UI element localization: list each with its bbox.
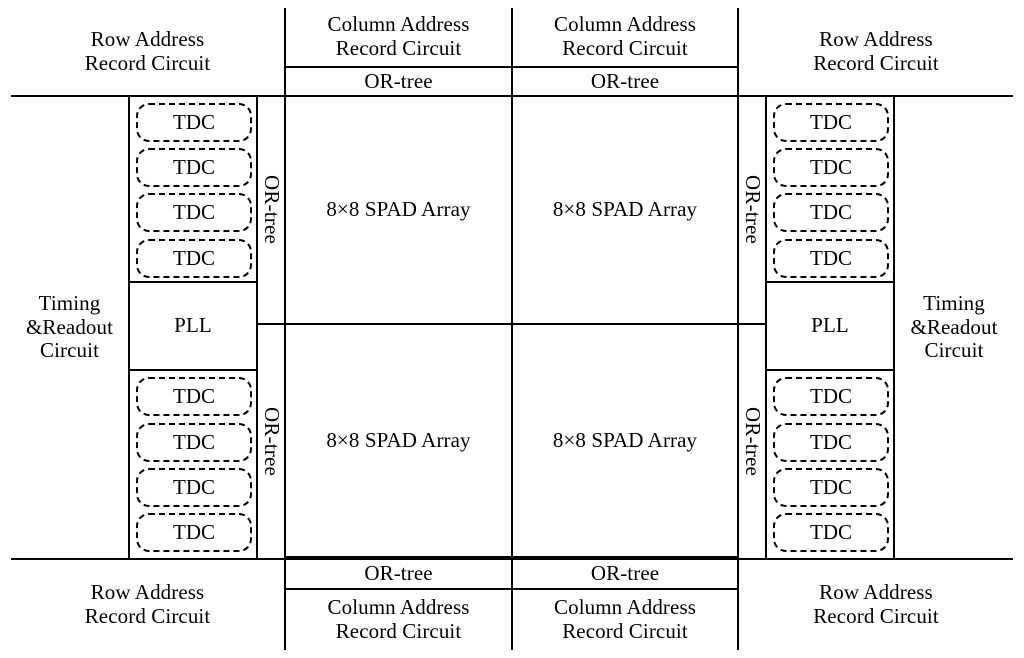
- top-column-address-1-label: Column Address Record Circuit: [327, 12, 470, 60]
- bottom-column-address-record-circuit-2: Column Address Record Circuit: [513, 588, 739, 650]
- left-tdc-lower-1-label: TDC: [173, 384, 215, 408]
- left-tdc-lower-4-label: TDC: [173, 520, 215, 544]
- right-or-tree-upper: OR-tree: [739, 97, 767, 325]
- bottom-row-address-record-circuit-left: Row Address Record Circuit: [11, 558, 286, 650]
- bottom-or-tree-1-label: OR-tree: [364, 561, 433, 586]
- right-tdc-upper-1-label: TDC: [810, 110, 852, 134]
- left-tdc-upper-3: TDC: [136, 193, 252, 232]
- left-tdc-upper-2-label: TDC: [173, 155, 215, 179]
- left-tdc-lower-3-label: TDC: [173, 475, 215, 499]
- bottom-row-address-left-label: Row Address Record Circuit: [84, 580, 211, 628]
- right-or-tree-upper-label: OR-tree: [740, 175, 765, 245]
- right-tdc-upper-1: TDC: [773, 103, 889, 142]
- left-pll-block: PLL: [130, 283, 258, 371]
- left-tdc-lower-1: TDC: [136, 377, 252, 416]
- left-tdc-lower-2-label: TDC: [173, 430, 215, 454]
- left-timing-readout-circuit: Timing &Readout Circuit: [11, 97, 130, 558]
- bottom-or-tree-2-label: OR-tree: [590, 561, 660, 586]
- right-pll-label: PLL: [811, 313, 849, 338]
- right-tdc-upper-3: TDC: [773, 193, 889, 232]
- right-timing-readout-label: Timing &Readout Circuit: [910, 291, 998, 363]
- left-tdc-upper-1-label: TDC: [173, 110, 215, 134]
- bottom-column-address-1-label: Column Address Record Circuit: [327, 595, 470, 643]
- top-row-address-right-label: Row Address Record Circuit: [813, 26, 939, 75]
- spad-array-bottom-right: 8×8 SPAD Array: [513, 325, 739, 558]
- left-tdc-lower-4: TDC: [136, 513, 252, 552]
- spad-array-top-left: 8×8 SPAD Array: [286, 97, 513, 325]
- right-tdc-lower-2: TDC: [773, 423, 889, 462]
- top-row-address-record-circuit-right: Row Address Record Circuit: [739, 8, 1013, 97]
- right-tdc-lower-1-label: TDC: [810, 384, 852, 408]
- left-tdc-lower-3: TDC: [136, 468, 252, 507]
- top-column-address-2-label: Column Address Record Circuit: [554, 12, 696, 60]
- left-or-tree-upper: OR-tree: [258, 97, 286, 325]
- left-tdc-upper-4-label: TDC: [173, 246, 215, 270]
- left-tdc-upper-2: TDC: [136, 148, 252, 187]
- right-timing-readout-circuit: Timing &Readout Circuit: [895, 97, 1013, 558]
- left-timing-readout-label: Timing &Readout Circuit: [25, 291, 114, 363]
- right-tdc-upper-4: TDC: [773, 239, 889, 278]
- right-tdc-upper-2-label: TDC: [810, 155, 852, 179]
- spad-array-bottom-left: 8×8 SPAD Array: [286, 325, 513, 558]
- top-or-tree-2: OR-tree: [513, 68, 739, 97]
- spad-array-bottom-left-label: 8×8 SPAD Array: [326, 427, 471, 452]
- right-tdc-lower-3-label: TDC: [810, 475, 852, 499]
- spad-array-top-right-label: 8×8 SPAD Array: [552, 197, 698, 222]
- left-tdc-lower-2: TDC: [136, 423, 252, 462]
- bottom-or-tree-2: OR-tree: [513, 558, 739, 588]
- top-column-address-record-circuit-2: Column Address Record Circuit: [513, 8, 739, 68]
- left-tdc-upper-4: TDC: [136, 239, 252, 278]
- top-row-address-record-circuit-left: Row Address Record Circuit: [11, 8, 286, 97]
- spad-array-top-right: 8×8 SPAD Array: [513, 97, 739, 325]
- right-tdc-lower-4-label: TDC: [810, 520, 852, 544]
- right-tdc-lower-4: TDC: [773, 513, 889, 552]
- bottom-row-address-right-label: Row Address Record Circuit: [813, 580, 939, 628]
- left-tdc-upper-3-label: TDC: [173, 200, 215, 224]
- left-or-tree-lower: OR-tree: [258, 325, 286, 558]
- right-tdc-lower-3: TDC: [773, 468, 889, 507]
- top-or-tree-1: OR-tree: [286, 68, 513, 97]
- left-or-tree-upper-label: OR-tree: [259, 175, 284, 245]
- right-or-tree-lower-label: OR-tree: [740, 406, 765, 477]
- right-tdc-upper-4-label: TDC: [810, 246, 852, 270]
- spad-array-bottom-right-label: 8×8 SPAD Array: [552, 427, 698, 452]
- top-or-tree-1-label: OR-tree: [364, 68, 433, 93]
- left-pll-label: PLL: [174, 313, 212, 338]
- right-tdc-lower-2-label: TDC: [810, 430, 852, 454]
- right-tdc-lower-1: TDC: [773, 377, 889, 416]
- top-column-address-record-circuit-1: Column Address Record Circuit: [286, 8, 513, 68]
- bottom-column-address-record-circuit-1: Column Address Record Circuit: [286, 588, 513, 650]
- top-or-tree-2-label: OR-tree: [590, 68, 660, 93]
- right-or-tree-lower: OR-tree: [739, 325, 767, 558]
- top-row-address-left-label: Row Address Record Circuit: [84, 26, 211, 75]
- spad-array-top-left-label: 8×8 SPAD Array: [326, 197, 471, 222]
- left-tdc-upper-1: TDC: [136, 103, 252, 142]
- bottom-row-address-record-circuit-right: Row Address Record Circuit: [739, 558, 1013, 650]
- right-tdc-upper-3-label: TDC: [810, 200, 852, 224]
- bottom-column-address-2-label: Column Address Record Circuit: [554, 595, 696, 643]
- bottom-or-tree-1: OR-tree: [286, 558, 513, 588]
- left-or-tree-lower-label: OR-tree: [259, 406, 284, 477]
- right-pll-block: PLL: [767, 283, 895, 371]
- right-tdc-upper-2: TDC: [773, 148, 889, 187]
